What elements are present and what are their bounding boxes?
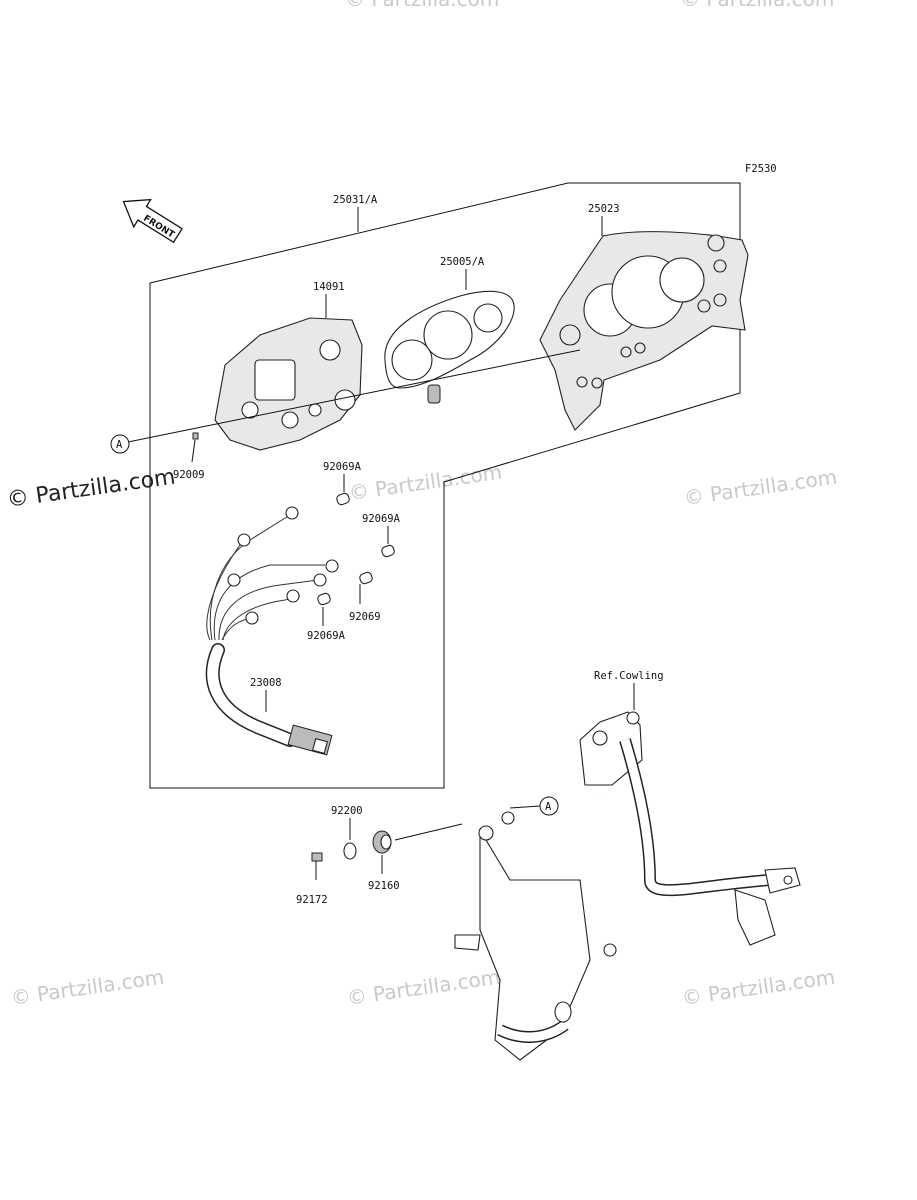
bolt — [311, 852, 323, 880]
label-bolt: 92172 — [296, 894, 328, 906]
watermark-top: © Partzilla.com — [345, 0, 499, 11]
label-bulb-2: 92069A — [362, 513, 401, 525]
bulb-2 — [381, 544, 395, 558]
screw-case — [191, 432, 199, 463]
washer — [343, 842, 357, 860]
grommet — [372, 830, 392, 854]
watermark-mid-right: © Partzilla.com — [682, 465, 838, 510]
leader-a-upper — [127, 349, 581, 443]
label-bulb-1: 92069A — [323, 461, 362, 473]
front-arrow: FRONT — [122, 198, 183, 244]
bulb-1 — [336, 492, 350, 506]
label-bulb-3: 92069 — [349, 611, 381, 623]
assembly-outline — [149, 182, 741, 789]
callout-a-lower-label: A — [545, 801, 552, 813]
meter-cover — [539, 231, 749, 431]
harness — [205, 506, 339, 756]
meter-case — [214, 317, 363, 451]
watermark-bottom-right: © Partzilla.com — [680, 965, 836, 1010]
label-meter-assy: 25031/A — [333, 194, 378, 206]
bulb-3 — [359, 571, 373, 585]
watermark-dark-left: © Partzilla.com — [5, 465, 177, 513]
label-harness: 23008 — [250, 677, 282, 689]
figure-code: F2530 — [745, 163, 777, 175]
label-meter-panel: 25005/A — [440, 256, 485, 268]
watermark-mid: © Partzilla.com — [347, 460, 503, 505]
watermark-bottom-left: © Partzilla.com — [9, 965, 165, 1010]
leader-a-lower — [509, 805, 541, 809]
bulb-4 — [317, 592, 331, 606]
watermark-top-right: © Partzilla.com — [680, 0, 834, 11]
ref-cowling-note: Ref.Cowling — [594, 670, 664, 682]
label-washer: 92200 — [331, 805, 363, 817]
watermarks: © Partzilla.com © Partzilla.com © Partzi… — [5, 0, 838, 1010]
label-screw-case: 92009 — [173, 469, 205, 481]
label-bulb-4: 92069A — [307, 630, 346, 642]
callout-a-upper-label: A — [116, 439, 123, 451]
callout-a-lower — [539, 796, 559, 816]
callout-a-upper — [110, 434, 130, 454]
meter-panel — [384, 290, 515, 404]
label-meter-case: 14091 — [313, 281, 345, 293]
watermark-bottom-mid: © Partzilla.com — [345, 965, 501, 1010]
meter-bracket — [454, 711, 801, 1061]
label-meter-cover: 25023 — [588, 203, 620, 215]
label-grommet: 92160 — [368, 880, 400, 892]
